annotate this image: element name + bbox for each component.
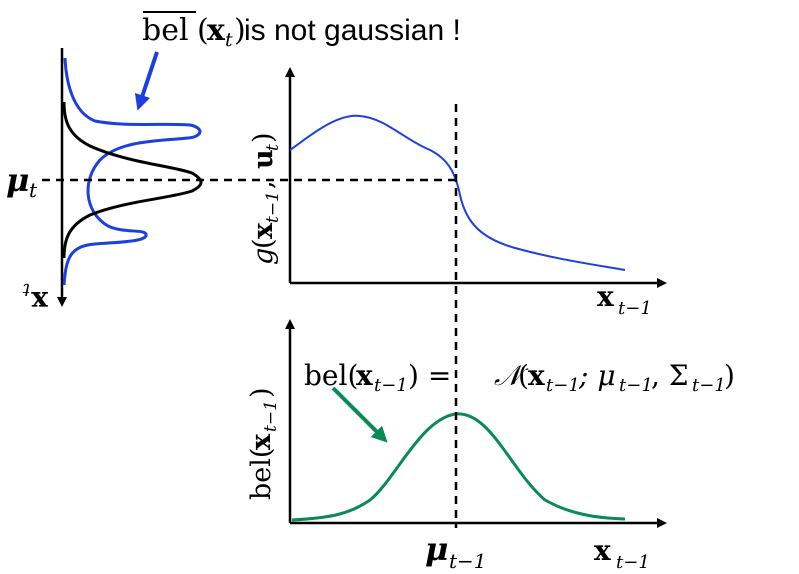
lower-x-label-sub: t−1 <box>616 552 650 573</box>
top-note: bel ( x t ) is not gaussian ! <box>142 11 461 51</box>
left-axis-label-sub: t <box>22 279 30 300</box>
upper-x-label-x: x <box>597 280 614 313</box>
lower-x-label-x: x <box>594 534 611 567</box>
left-axis-label: x t <box>22 279 48 318</box>
upper-y-label-u: u <box>248 149 279 169</box>
lower-y-label-sub: t−1 <box>261 400 281 432</box>
mu-t-minus-1-sub: t−1 <box>449 549 487 573</box>
eq-sigma-sub: t−1 <box>692 375 726 396</box>
upper-y-label-x: x <box>248 222 279 239</box>
upper-plot: g ( x t−1 , u t ) x t−1 <box>248 67 667 319</box>
lower-plot: bel( x t−1 ) x t−1 <box>246 319 667 573</box>
upper-y-label-g: g <box>248 248 279 265</box>
eq-x-sub: t−1 <box>546 375 580 396</box>
lower-x-label: x t−1 <box>594 534 650 573</box>
top-note-paren-close: ) <box>234 13 246 48</box>
mu-t-minus-1-symbol: μ <box>425 530 448 568</box>
upper-y-label-comma: , <box>248 180 279 189</box>
lower-y-label-close: ) <box>246 387 277 398</box>
eq-lhs-close: ) = <box>408 359 451 392</box>
motion-model-curve <box>289 114 626 271</box>
eq-lhs-x: x <box>356 359 373 392</box>
upper-x-label: x t−1 <box>597 280 652 319</box>
eq-sep2: , Σ <box>651 359 689 392</box>
prior-belief-gaussian-curve <box>291 412 626 522</box>
left-axis-label-x: x <box>31 285 48 318</box>
eq-sep1: ; μ <box>578 359 616 392</box>
eq-x: x <box>528 359 545 392</box>
mu-t-minus-1-label: μ t−1 <box>425 530 487 573</box>
top-note-paren-open: ( <box>197 13 209 48</box>
upper-y-label-close: ) <box>248 132 279 143</box>
lower-y-label-bel: bel( <box>246 448 277 500</box>
black-gaussian-curve <box>62 101 203 259</box>
top-note-bel: bel <box>142 13 189 48</box>
mu-t-sub: t <box>29 178 38 202</box>
lower-y-label-x: x <box>246 433 277 450</box>
blue-pointer-arrow <box>134 51 159 111</box>
eq-open: ( <box>518 359 529 392</box>
eq-lhs-sub: t−1 <box>374 375 408 396</box>
eq-close: ) <box>724 359 735 392</box>
blue-predicted-belief-curve <box>62 57 202 286</box>
upper-x-label-sub: t−1 <box>618 298 652 319</box>
lower-y-label: bel( x t−1 ) <box>246 387 281 500</box>
mu-t-label: μ t <box>6 161 38 202</box>
upper-y-label-u-sub: t <box>263 144 283 151</box>
upper-y-label-open: ( <box>248 238 279 249</box>
belief-equation: bel( x t−1 ) = 𝒩 ( x t−1 ; μ t−1 , Σ t−1… <box>304 359 735 396</box>
mu-t-symbol: μ <box>6 161 29 199</box>
upper-y-label-x-sub: t−1 <box>263 191 283 223</box>
green-pointer-arrow <box>331 386 388 443</box>
top-note-rest: is not gaussian ! <box>244 14 461 47</box>
top-note-x: x <box>207 13 226 48</box>
top-note-x-sub: t <box>225 29 233 51</box>
left-density-plot: x t <box>22 48 203 318</box>
eq-mu-sub: t−1 <box>619 375 653 396</box>
eq-lhs: bel( <box>304 359 358 392</box>
upper-y-label: g ( x t−1 , u t ) <box>248 132 283 265</box>
